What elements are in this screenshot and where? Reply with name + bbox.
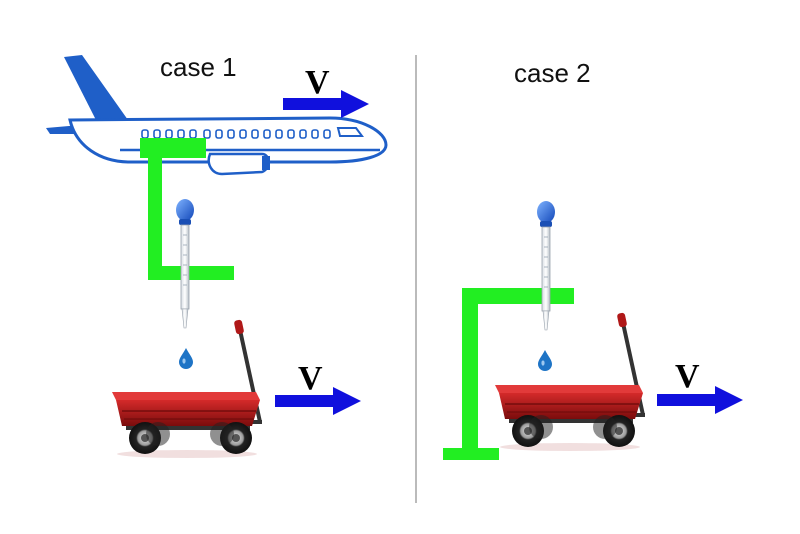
water-drop-icon — [538, 350, 552, 371]
frame-case1 — [140, 138, 234, 280]
case1-title: case 1 — [160, 52, 237, 82]
case2-title: case 2 — [514, 58, 591, 88]
wagon-icon — [493, 310, 647, 453]
wagon-icon — [110, 317, 264, 460]
water-drop-icon — [179, 348, 193, 369]
wagon1-velocity-label: V — [298, 360, 323, 397]
plane-velocity-label: V — [305, 64, 330, 101]
dropper-icon — [175, 198, 195, 329]
arrow-right-icon — [657, 386, 743, 414]
frame-case2 — [443, 288, 574, 460]
wagon2-velocity-label: V — [675, 358, 700, 395]
dropper-icon — [536, 200, 556, 331]
